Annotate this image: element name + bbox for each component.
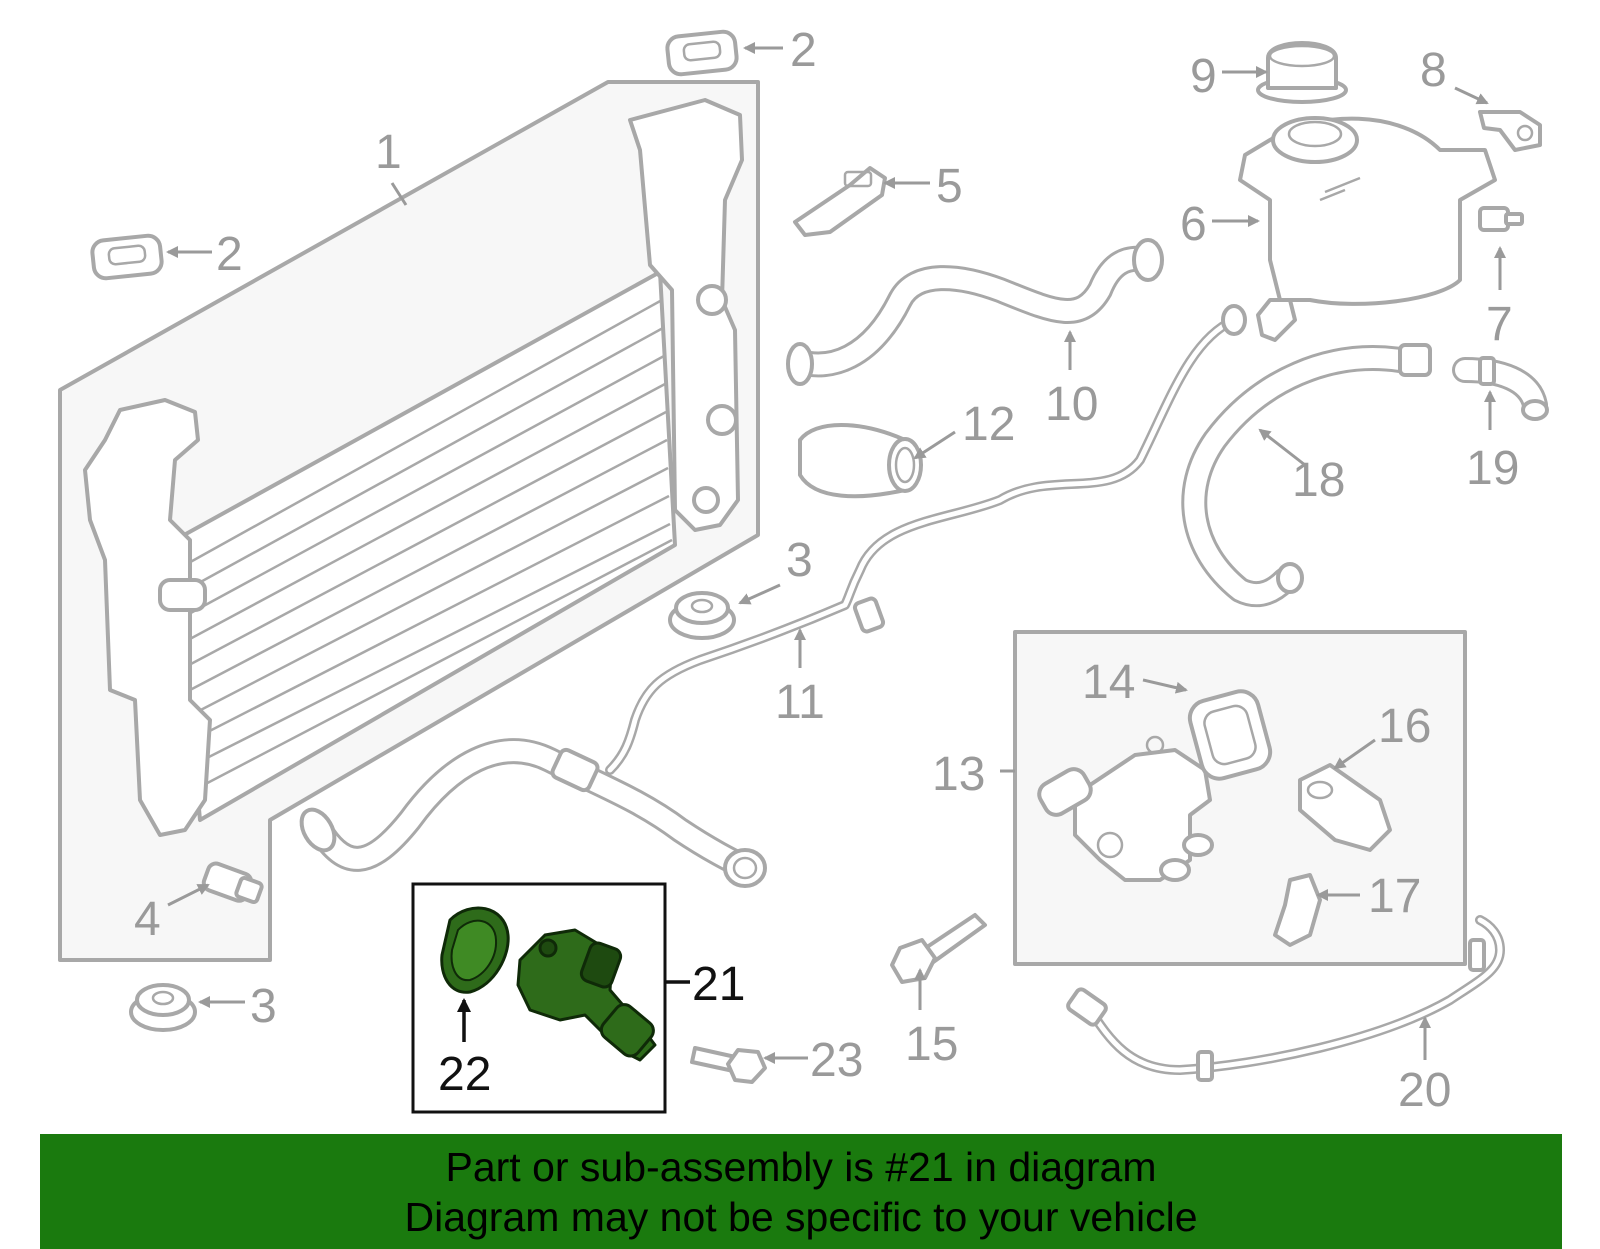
callout-21: 21 bbox=[692, 958, 745, 1011]
callout-5: 5 bbox=[936, 160, 963, 213]
reservoir-cap bbox=[1256, 41, 1348, 104]
right-tank-port-lower bbox=[692, 486, 720, 514]
callout-22: 22 bbox=[438, 1048, 491, 1101]
radiator-left-tank bbox=[83, 398, 212, 837]
callout-6: 6 bbox=[1180, 198, 1207, 251]
callout-18: 18 bbox=[1292, 454, 1345, 507]
coolant-reservoir bbox=[1238, 116, 1497, 342]
hose-part-10 bbox=[786, 238, 1164, 386]
callout-19: 19 bbox=[1466, 442, 1519, 495]
radiator-assembly bbox=[58, 80, 760, 962]
reservoir-bracket bbox=[1478, 110, 1542, 152]
mount-insulator-upper bbox=[665, 29, 739, 77]
callout-15: 15 bbox=[905, 1018, 958, 1071]
callout-10: 10 bbox=[1045, 378, 1098, 431]
callout-12: 12 bbox=[962, 398, 1015, 451]
right-tank-port-upper bbox=[696, 284, 728, 316]
temperature-sensor bbox=[201, 861, 264, 905]
bolt-part-23 bbox=[690, 1046, 767, 1084]
callout-2-left: 2 bbox=[216, 228, 243, 281]
callout-2-upper: 2 bbox=[790, 24, 817, 77]
mount-grommet-lower bbox=[129, 983, 197, 1032]
bracket-part-5 bbox=[793, 166, 887, 237]
gasket-part-14 bbox=[1187, 689, 1273, 781]
callout-23: 23 bbox=[810, 1034, 863, 1087]
banner-line-2: Diagram may not be specific to your vehi… bbox=[404, 1193, 1198, 1240]
callout-3-middle: 3 bbox=[786, 534, 813, 587]
callout-11: 11 bbox=[775, 676, 825, 729]
callout-20: 20 bbox=[1398, 1064, 1451, 1117]
mount-grommet-middle bbox=[668, 591, 736, 640]
callout-13: 13 bbox=[932, 748, 985, 801]
sensor-part-16 bbox=[1298, 763, 1392, 852]
reservoir-bolt bbox=[1478, 206, 1524, 232]
hose-part-19 bbox=[1452, 356, 1549, 421]
thermostat-housing-13 bbox=[1037, 735, 1214, 882]
callout-1: 1 bbox=[375, 126, 402, 179]
right-tank-port-mid bbox=[706, 404, 738, 436]
callout-17: 17 bbox=[1368, 870, 1421, 923]
info-banner: Part or sub-assembly is #21 in diagram D… bbox=[40, 1134, 1562, 1249]
clip-part-17 bbox=[1273, 873, 1322, 947]
banner-line-1: Part or sub-assembly is #21 in diagram bbox=[445, 1143, 1157, 1190]
callout-14: 14 bbox=[1082, 656, 1135, 709]
hose-lower-radiator bbox=[299, 738, 767, 888]
callout-9: 9 bbox=[1190, 50, 1217, 103]
callout-7: 7 bbox=[1486, 298, 1513, 351]
hose-part-11 bbox=[605, 304, 1247, 775]
hose-part-12 bbox=[798, 423, 923, 499]
leader-arrows bbox=[166, 42, 1506, 1064]
bolt-part-15 bbox=[890, 913, 987, 984]
callout-4: 4 bbox=[134, 893, 161, 946]
hose-part-18 bbox=[1181, 343, 1432, 608]
mount-insulator-left bbox=[90, 233, 164, 281]
thermostat-assembly-21 bbox=[516, 928, 657, 1062]
callout-16: 16 bbox=[1378, 700, 1431, 753]
radiator-fins bbox=[184, 298, 673, 792]
callout-3-lower: 3 bbox=[250, 980, 277, 1033]
callout-8: 8 bbox=[1420, 44, 1447, 97]
hose-part-20 bbox=[1066, 915, 1505, 1082]
left-tank-inlet bbox=[158, 578, 207, 612]
gasket-part-22 bbox=[440, 906, 510, 994]
